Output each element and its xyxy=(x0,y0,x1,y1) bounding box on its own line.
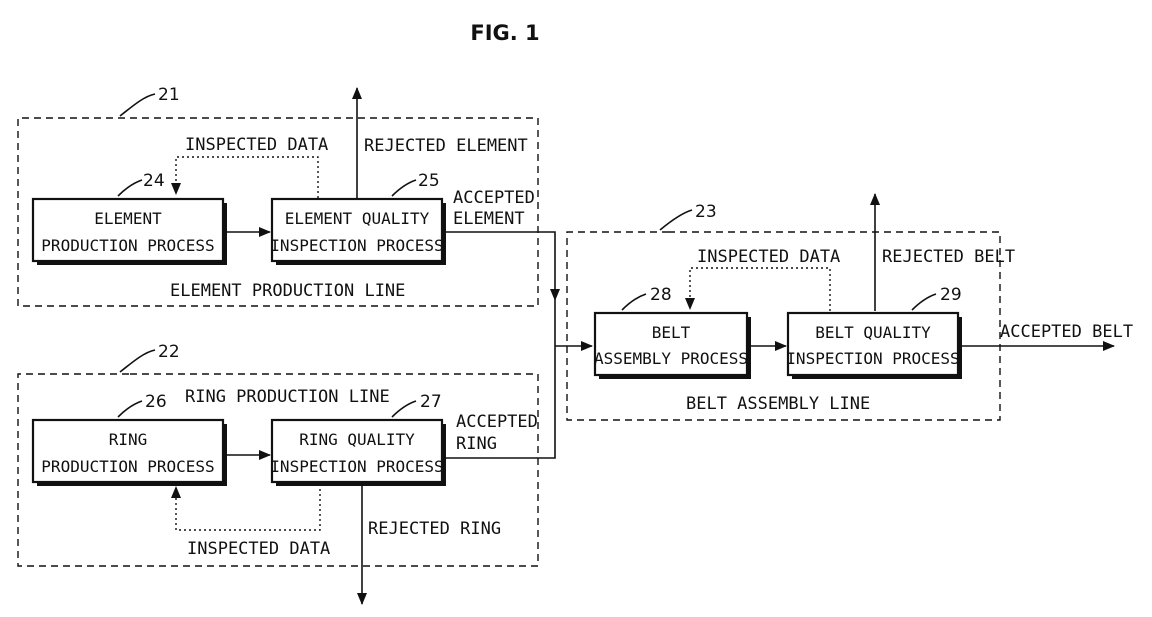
rejected-ring-label: REJECTED RING xyxy=(368,519,501,539)
rejected-belt-label: REJECTED BELT xyxy=(882,247,1015,267)
element-line-leader xyxy=(120,94,155,116)
box-27-leader xyxy=(392,401,416,417)
accepted-ring-label-2: RING xyxy=(456,434,497,454)
box-28-ref: 28 xyxy=(650,285,672,305)
element-line-label: ELEMENT PRODUCTION LINE xyxy=(170,281,405,301)
belt-inspected-data-feedback xyxy=(690,268,830,311)
ring-inspected-data-label: INSPECTED DATA xyxy=(187,539,330,559)
belt-inspected-data-label: INSPECTED DATA xyxy=(697,247,840,267)
element-production-line: 21 ELEMENT PRODUCTION LINE ELEMENT PRODU… xyxy=(18,85,538,306)
element-inspected-data-label: INSPECTED DATA xyxy=(185,135,328,155)
box-27-ref: 27 xyxy=(420,392,442,412)
accepted-element-label-1: ACCEPTED xyxy=(453,188,535,208)
ring-production-line: 22 RING PRODUCTION LINE RING PRODUCTION … xyxy=(18,342,538,604)
belt-line-label: BELT ASSEMBLY LINE xyxy=(686,394,870,414)
belt-inspection-line2: INSPECTION PROCESS xyxy=(786,349,959,368)
ring-production-line1: RING xyxy=(109,430,148,449)
element-inspection-line1: ELEMENT QUALITY xyxy=(285,209,430,228)
box-29-ref: 29 xyxy=(940,285,962,305)
element-inspected-data-feedback xyxy=(176,157,318,198)
element-inspection-line2: INSPECTION PROCESS xyxy=(270,236,443,255)
box-25-leader xyxy=(392,180,416,196)
belt-assembly-line: 23 BELT ASSEMBLY LINE BELT ASSEMBLY PROC… xyxy=(567,194,1133,420)
box-26-leader xyxy=(118,401,142,417)
box-29-leader xyxy=(912,294,936,310)
accepted-belt-label: ACCEPTED BELT xyxy=(1000,322,1133,342)
belt-inspection-line1: BELT QUALITY xyxy=(815,323,931,342)
figure-title: FIG. 1 xyxy=(470,21,539,45)
element-line-ref: 21 xyxy=(158,85,180,105)
rejected-element-label: REJECTED ELEMENT xyxy=(364,136,528,156)
element-production-line1: ELEMENT xyxy=(94,209,162,228)
ring-inspection-line1: RING QUALITY xyxy=(299,430,415,449)
ring-line-ref: 22 xyxy=(158,342,180,362)
belt-assembly-line1: BELT xyxy=(652,323,691,342)
ring-line-leader xyxy=(120,350,155,372)
box-24-leader xyxy=(118,180,142,196)
belt-line-leader xyxy=(660,210,692,230)
box-26-ref: 26 xyxy=(145,392,167,412)
box-28-leader xyxy=(622,294,646,310)
belt-line-ref: 23 xyxy=(695,202,717,222)
ring-line-label: RING PRODUCTION LINE xyxy=(185,387,390,407)
accepted-ring-label-1: ACCEPTED xyxy=(456,412,538,432)
ring-production-line2: PRODUCTION PROCESS xyxy=(41,457,214,476)
ring-inspection-line2: INSPECTION PROCESS xyxy=(270,457,443,476)
ring-inspected-data-feedback xyxy=(176,484,320,530)
box-24-ref: 24 xyxy=(143,171,165,191)
box-25-ref: 25 xyxy=(418,171,440,191)
accepted-element-label-2: ELEMENT xyxy=(453,209,525,229)
element-production-line2: PRODUCTION PROCESS xyxy=(41,236,214,255)
belt-assembly-line2: ASSEMBLY PROCESS xyxy=(594,349,748,368)
